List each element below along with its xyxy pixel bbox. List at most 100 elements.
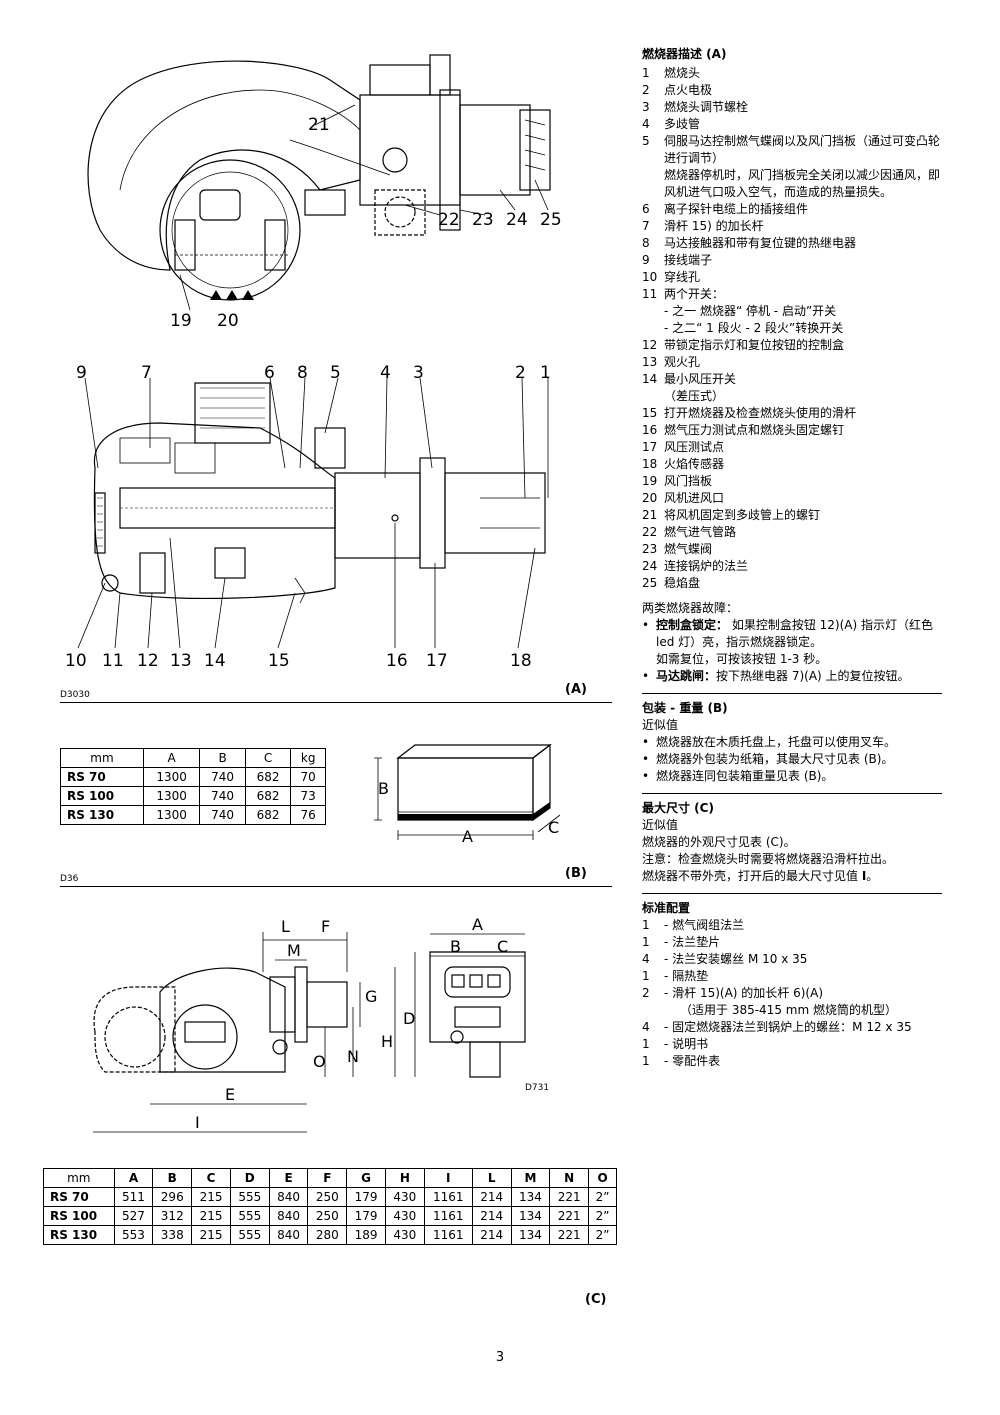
item-number: 8 <box>642 236 650 250</box>
list-item: 1- 隔热垫 <box>642 968 942 985</box>
callout-25: 25 <box>540 210 562 230</box>
table-cell: 840 <box>268 1187 309 1207</box>
item-text: （适用于 385-415 mm 燃烧筒的机型） <box>680 1003 897 1017</box>
table-cell: 215 <box>191 1206 231 1226</box>
table-header: O <box>588 1168 617 1188</box>
dim-label-b: B <box>450 937 461 956</box>
table-header: C <box>244 748 292 768</box>
list-item: 1- 零配件表 <box>642 1053 942 1070</box>
table-row: RS 100 527 312 215 555 840 250 179 430 1… <box>43 1206 617 1226</box>
item-text: 燃烧头 <box>664 66 701 80</box>
callout-10: 10 <box>65 651 87 671</box>
section-divider <box>642 893 942 894</box>
table-cell: 179 <box>346 1187 386 1207</box>
list-item: 燃烧器停机时，风门挡板完全关闭以减少因通风，即风机进气口吸入空气，而造成的热量损… <box>642 167 942 201</box>
table-cell: 189 <box>346 1225 386 1245</box>
list-item: 2- 滑杆 15)(A) 的加长杆 6)(A) <box>642 985 942 1002</box>
table-cell: 73 <box>290 786 326 806</box>
table-cell: 2” <box>588 1225 617 1245</box>
item-text: 离子探针电缆上的插接组件 <box>664 202 809 216</box>
item-number: 3 <box>642 100 650 114</box>
packaging-table: mm A B C kg RS 70 1300 740 682 70 RS 100… <box>60 748 326 825</box>
table-header: F <box>307 1168 348 1188</box>
model-cell: RS 130 <box>43 1225 115 1245</box>
callout-18: 18 <box>510 651 532 671</box>
description-title: 燃烧器描述 (A) <box>642 47 727 61</box>
item-text: - 说明书 <box>664 1037 709 1051</box>
dim-label-e: E <box>225 1085 235 1104</box>
item-number: 16 <box>642 423 658 437</box>
callout-6: 6 <box>264 363 275 383</box>
table-cell: 250 <box>307 1187 348 1207</box>
packaging-title: 包装 - 重量 (B) <box>642 701 728 715</box>
list-item: •燃烧器外包装为纸箱，其最大尺寸见表 (B)。 <box>642 751 942 768</box>
callout-14: 14 <box>204 651 226 671</box>
table-header: E <box>268 1168 309 1188</box>
item-qty: 4 <box>642 1020 650 1034</box>
item-qty: 2 <box>642 986 650 1000</box>
max-line-end: 。 <box>866 869 879 883</box>
model-cell: RS 100 <box>60 786 144 806</box>
table-cell: 215 <box>191 1225 231 1245</box>
item-text: 风机进风口 <box>664 491 725 505</box>
table-cell: 76 <box>290 805 326 825</box>
item-number: 22 <box>642 525 658 539</box>
callout-13: 13 <box>170 651 192 671</box>
table-cell: 134 <box>510 1206 551 1226</box>
item-text: 两个开关： <box>664 287 725 301</box>
callout-23: 23 <box>472 210 494 230</box>
callout-16: 16 <box>386 651 408 671</box>
figure-a-code: D3030 <box>60 690 90 700</box>
item-number: 23 <box>642 542 658 556</box>
item-number: 24 <box>642 559 658 573</box>
dim-label-c: C <box>497 937 508 956</box>
table-cell: 840 <box>268 1225 309 1245</box>
packaging-box-drawing: B A C <box>374 743 561 846</box>
table-cell: 1300 <box>142 786 201 806</box>
table-cell: 430 <box>384 1206 425 1226</box>
table-cell: 338 <box>152 1225 193 1245</box>
table-cell: 553 <box>113 1225 154 1245</box>
bullet: • <box>642 735 650 749</box>
item-text: 燃烧器放在木质托盘上，托盘可以使用叉车。 <box>656 735 897 749</box>
list-item: 1- 法兰垫片 <box>642 934 942 951</box>
callout-9: 9 <box>76 363 87 383</box>
fault-note: 如需复位，可按该按钮 1-3 秒。 <box>656 652 828 666</box>
table-cell: 682 <box>244 786 292 806</box>
table-cell: 280 <box>307 1225 348 1245</box>
item-text: 燃烧器连同包装箱重量见表 (B)。 <box>656 769 834 783</box>
max-line: 燃烧器的外观尺寸见表 (C)。 <box>642 835 796 849</box>
figure-a-divider <box>60 702 612 703</box>
callout-11: 11 <box>102 651 124 671</box>
table-cell: 740 <box>199 767 246 787</box>
list-item: • 燃烧器连同包装箱重量见表 (B)。 <box>642 768 942 785</box>
model-cell: RS 100 <box>43 1206 115 1226</box>
item-text: 多歧管 <box>664 117 701 131</box>
dim-label-l: L <box>281 917 290 936</box>
table-header: A <box>113 1168 154 1188</box>
item-number: 9 <box>642 253 650 267</box>
table-cell: 221 <box>549 1187 590 1207</box>
dim-label-i: I <box>195 1113 200 1132</box>
item-text: 风门挡板 <box>664 474 713 488</box>
item-number: 10 <box>642 270 658 284</box>
table-header: mm <box>60 748 144 768</box>
item-number: 21 <box>642 508 658 522</box>
item-text: 最小风压开关 <box>664 372 737 386</box>
table-header: B <box>152 1168 193 1188</box>
callout-5: 5 <box>330 363 341 383</box>
fault-text: 马达跳闸：按下热继电器 7)(A) 上的复位按钮。 <box>656 668 942 685</box>
list-item: 1- 说明书 <box>642 1036 942 1053</box>
bullet: • <box>642 769 650 783</box>
table-cell: 1161 <box>423 1225 473 1245</box>
item-number <box>642 320 664 337</box>
standard-equipment-title: 标准配置 <box>642 901 691 915</box>
